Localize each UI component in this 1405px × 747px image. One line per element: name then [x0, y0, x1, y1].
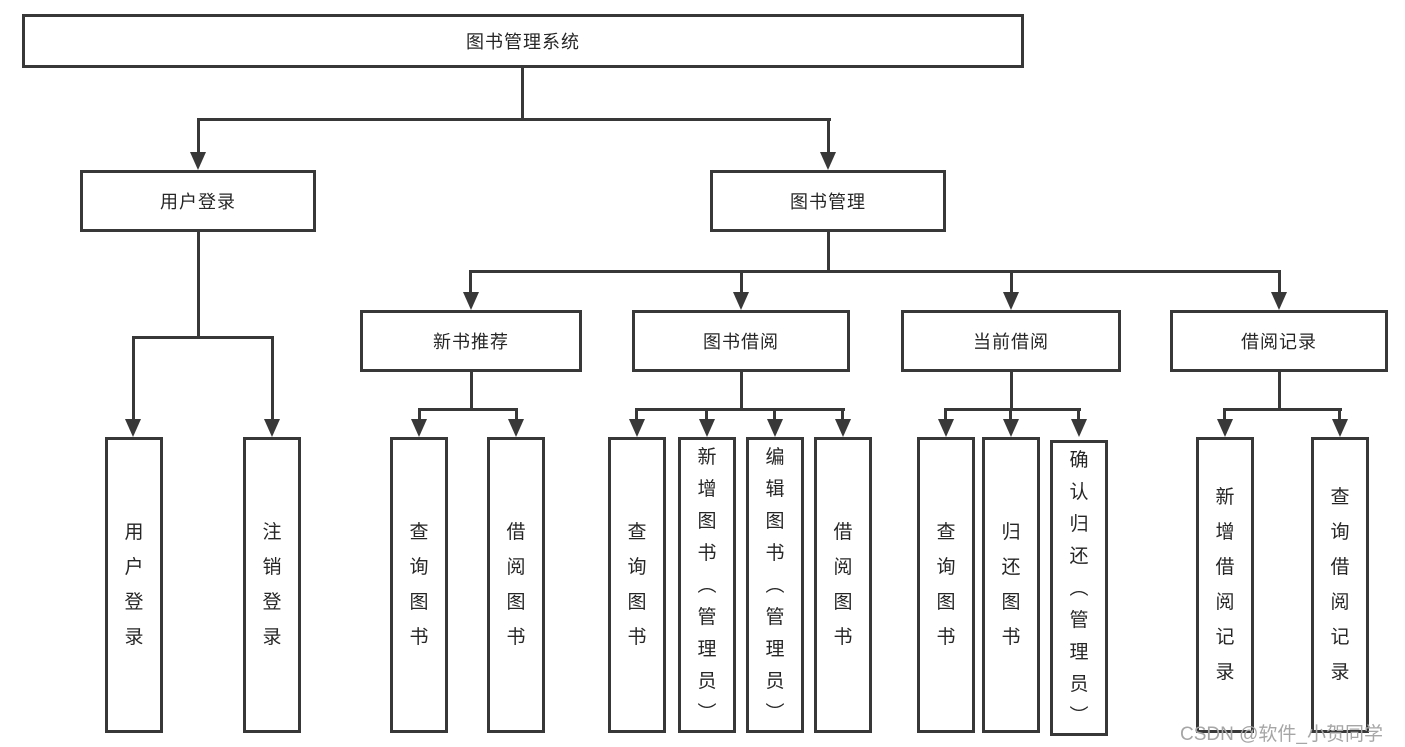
- node-book-management: 图书管理: [710, 170, 946, 232]
- connector-vline: [469, 270, 472, 294]
- connector-vline: [827, 118, 830, 154]
- connector-vline: [197, 118, 200, 154]
- connector-vline: [1278, 270, 1281, 294]
- connector-vline: [841, 408, 844, 421]
- connector-vline: [773, 408, 776, 421]
- arrowhead: [820, 152, 836, 170]
- connector-vline: [197, 232, 200, 336]
- connector-vline: [470, 372, 473, 408]
- connector-hline: [418, 408, 518, 411]
- arrowhead: [1271, 292, 1287, 310]
- leaf-add-borrow-record: 新增借阅记录: [1196, 437, 1254, 733]
- leaf-borrow-books-borrow: 借阅图书: [814, 437, 872, 733]
- node-borrowing-records: 借阅记录: [1170, 310, 1388, 372]
- node-current-borrowing: 当前借阅: [901, 310, 1121, 372]
- connector-hline: [1223, 408, 1342, 411]
- node-new-book-recommendation: 新书推荐: [360, 310, 582, 372]
- connector-hline: [635, 408, 845, 411]
- connector-vline: [705, 408, 708, 421]
- connector-vline: [515, 408, 518, 421]
- node-user-login: 用户登录: [80, 170, 316, 232]
- leaf-user-login: 用户登录: [105, 437, 163, 733]
- leaf-query-books-recommend: 查询图书: [390, 437, 448, 733]
- csdn-watermark: CSDN @软件_小贺同学: [1180, 724, 1383, 745]
- node-book-borrowing: 图书借阅: [632, 310, 850, 372]
- arrowhead: [733, 292, 749, 310]
- connector-hline: [132, 336, 274, 339]
- connector-vline: [132, 336, 135, 421]
- arrowhead: [463, 292, 479, 310]
- arrowhead: [411, 419, 427, 437]
- connector-vline: [1009, 408, 1012, 421]
- arrowhead: [1003, 419, 1019, 437]
- connector-vline: [418, 408, 421, 421]
- arrowhead: [1332, 419, 1348, 437]
- arrowhead: [1003, 292, 1019, 310]
- connector-vline: [1010, 270, 1013, 294]
- connector-vline: [1338, 408, 1341, 421]
- connector-vline: [1278, 372, 1281, 408]
- arrowhead: [699, 419, 715, 437]
- leaf-borrow-books-recommend: 借阅图书: [487, 437, 545, 733]
- arrowhead: [767, 419, 783, 437]
- connector-vline: [827, 232, 830, 270]
- arrowhead: [264, 419, 280, 437]
- arrowhead: [835, 419, 851, 437]
- connector-vline: [740, 270, 743, 294]
- node-library-system: 图书管理系统: [22, 14, 1024, 68]
- connector-vline: [1077, 408, 1080, 421]
- leaf-query-books-borrow: 查询图书: [608, 437, 666, 733]
- arrowhead: [938, 419, 954, 437]
- leaf-edit-books-admin: 编辑图书︵管理员︶: [746, 437, 804, 733]
- arrowhead: [1217, 419, 1233, 437]
- leaf-query-borrow-record: 查询借阅记录: [1311, 437, 1369, 733]
- connector-vline: [521, 68, 524, 120]
- arrowhead: [508, 419, 524, 437]
- connector-hline: [197, 118, 831, 121]
- connector-vline: [1223, 408, 1226, 421]
- leaf-return-books: 归还图书: [982, 437, 1040, 733]
- connector-vline: [1010, 372, 1013, 408]
- leaf-confirm-return-admin: 确认归还︵管理员︶: [1050, 440, 1108, 736]
- connector-vline: [740, 372, 743, 408]
- connector-vline: [944, 408, 947, 421]
- leaf-add-books-admin: 新增图书︵管理员︶: [678, 437, 736, 733]
- arrowhead: [629, 419, 645, 437]
- arrowhead: [125, 419, 141, 437]
- leaf-query-books-current: 查询图书: [917, 437, 975, 733]
- arrowhead: [190, 152, 206, 170]
- connector-hline: [944, 408, 1081, 411]
- connector-vline: [271, 336, 274, 421]
- arrowhead: [1071, 419, 1087, 437]
- leaf-logout: 注销登录: [243, 437, 301, 733]
- connector-hline: [469, 270, 1281, 273]
- connector-vline: [635, 408, 638, 421]
